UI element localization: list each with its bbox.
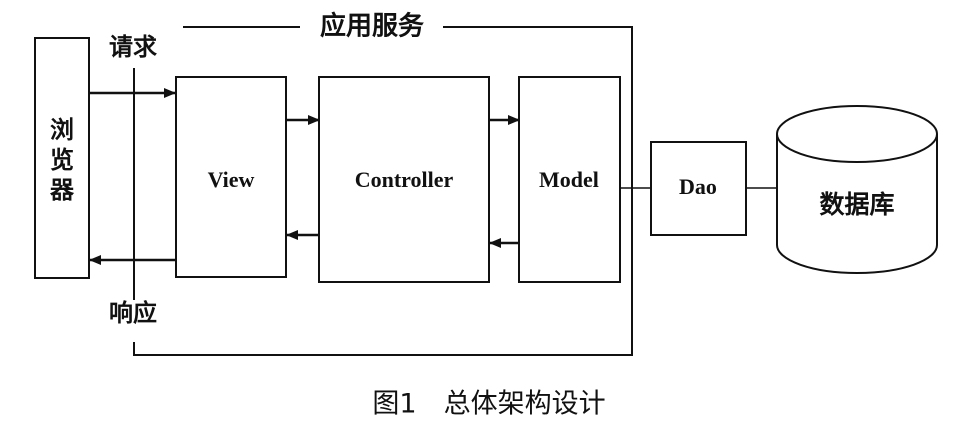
dao-label: Dao	[679, 174, 717, 199]
figure-caption: 图1 总体架构设计	[372, 389, 605, 420]
dao-box: Dao	[650, 141, 747, 236]
request-label: 请求	[109, 33, 157, 61]
app-service-label: 应用服务	[320, 11, 424, 42]
database-cylinder-icon: 数据库	[776, 105, 938, 274]
database-label: 数据库	[819, 190, 894, 219]
app-service-boundary: 应用服务	[133, 11, 633, 356]
model-box: Model	[518, 76, 621, 283]
model-label: Model	[539, 167, 599, 192]
response-label: 响应	[109, 299, 157, 327]
browser-label: 浏览器	[49, 116, 75, 204]
view-box: View	[175, 76, 287, 278]
view-label: View	[208, 167, 255, 192]
controller-box: Controller	[318, 76, 490, 283]
controller-label: Controller	[355, 167, 454, 192]
browser-box: 浏览器	[34, 37, 90, 279]
